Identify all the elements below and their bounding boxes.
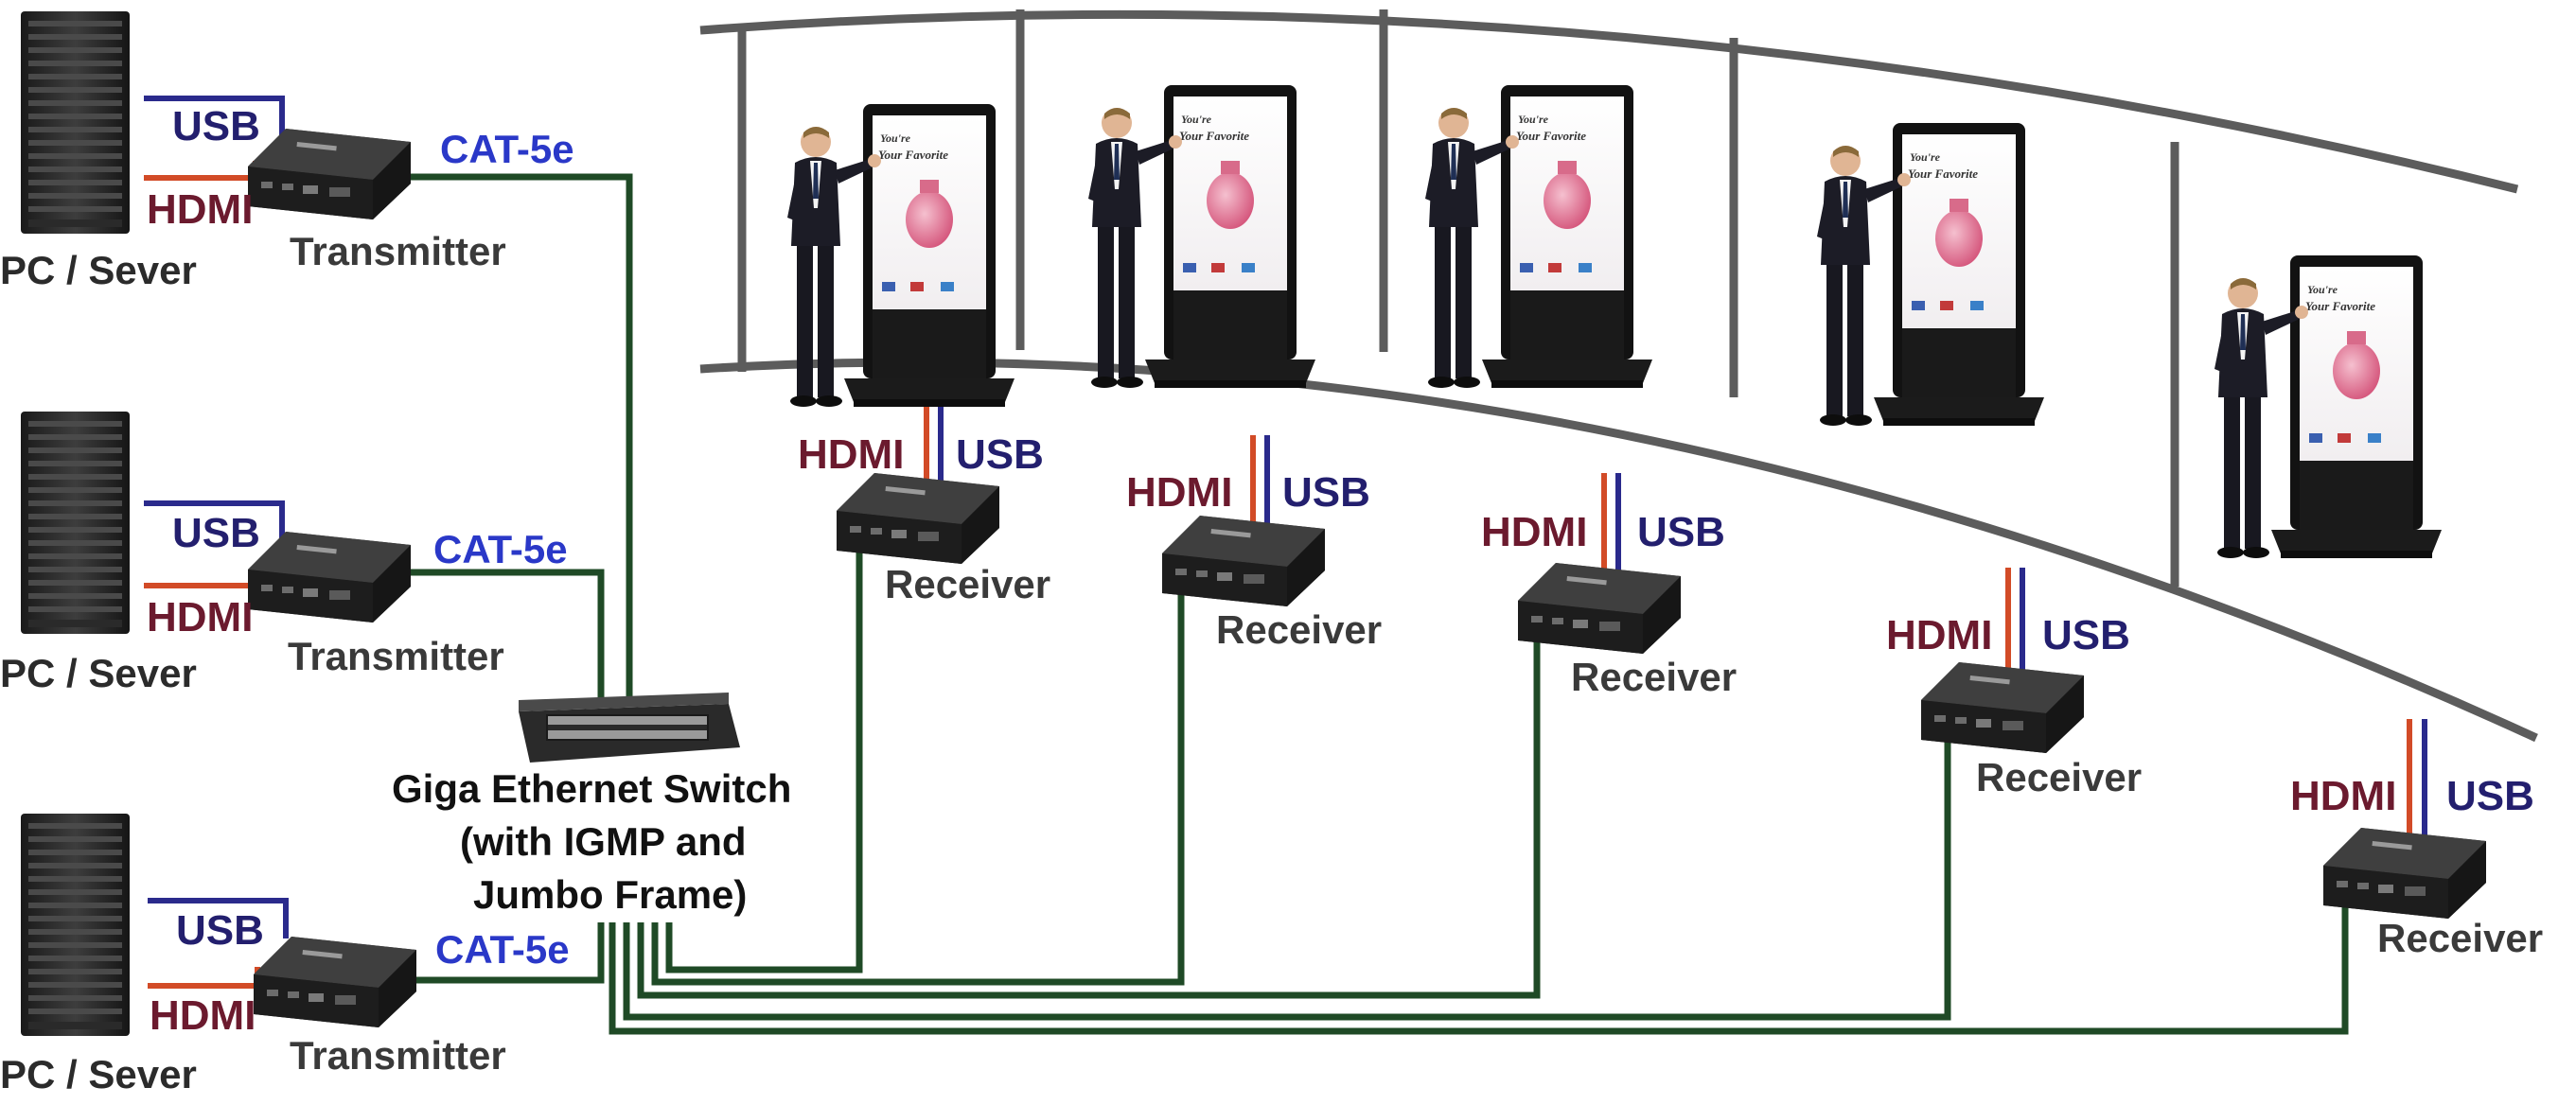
hdmi-label: HDMI bbox=[147, 594, 253, 640]
usb-label: USB bbox=[172, 510, 260, 556]
display-1: HDMI USB Receiver bbox=[787, 104, 1050, 606]
receiver-icon bbox=[1162, 516, 1325, 606]
transmitter-label: Transmitter bbox=[290, 1033, 506, 1078]
server-icon bbox=[21, 814, 130, 1036]
source-2: USB HDMI CAT-5e Transmitter PC / Sever bbox=[0, 412, 568, 695]
switch-label-line2: (with IGMP and bbox=[460, 819, 747, 864]
network-cables bbox=[407, 173, 2349, 1035]
transmitter-label: Transmitter bbox=[288, 634, 504, 678]
switch-label-line3: Jumbo Frame) bbox=[473, 872, 747, 917]
receiver-icon bbox=[837, 473, 999, 564]
usb-label: USB bbox=[2446, 773, 2534, 819]
kiosk-display-icon bbox=[1088, 85, 1315, 388]
cat5e-label: CAT-5e bbox=[433, 527, 568, 571]
hdmi-label: HDMI bbox=[1126, 469, 1232, 516]
kiosk-display-icon bbox=[1817, 123, 2044, 426]
cat5e-label: CAT-5e bbox=[435, 927, 570, 972]
source-3: USB HDMI CAT-5e Transmitter PC / Sever bbox=[0, 814, 570, 1096]
display-2: HDMI USB Receiver bbox=[1088, 85, 1382, 652]
cat5e-label: CAT-5e bbox=[440, 127, 574, 171]
usb-label: USB bbox=[172, 103, 260, 149]
display-5: HDMI USB Receiver bbox=[2214, 255, 2543, 960]
hdmi-label: HDMI bbox=[1481, 509, 1587, 555]
ethernet-switch: Giga Ethernet Switch (with IGMP and Jumb… bbox=[392, 693, 791, 917]
usb-label: USB bbox=[1637, 509, 1725, 555]
receiver-icon bbox=[2323, 828, 2486, 919]
display-4: HDMI USB Receiver bbox=[1817, 123, 2142, 799]
receiver-label: Receiver bbox=[2377, 916, 2543, 960]
receiver-label: Receiver bbox=[1571, 655, 1737, 699]
server-icon bbox=[21, 412, 130, 634]
server-icon bbox=[21, 11, 130, 234]
receiver-icon bbox=[1921, 662, 2084, 753]
usb-label: USB bbox=[2042, 612, 2130, 658]
switch-icon bbox=[519, 693, 740, 763]
receiver-label: Receiver bbox=[1216, 607, 1382, 652]
receiver-label: Receiver bbox=[885, 562, 1050, 606]
hdmi-label: HDMI bbox=[150, 992, 256, 1039]
hdmi-label: HDMI bbox=[147, 186, 253, 233]
hdmi-label: HDMI bbox=[1886, 612, 1992, 658]
transmitter-icon bbox=[248, 129, 411, 219]
pc-server-label: PC / Sever bbox=[0, 1052, 197, 1096]
transmitter-icon bbox=[248, 532, 411, 623]
display-3: HDMI USB Receiver bbox=[1425, 85, 1737, 699]
usb-label: USB bbox=[176, 907, 264, 954]
receiver-icon bbox=[1518, 563, 1681, 654]
kiosk-display-icon bbox=[787, 104, 1015, 407]
pc-server-label: PC / Sever bbox=[0, 651, 197, 695]
transmitter-icon bbox=[254, 937, 416, 1027]
usb-label: USB bbox=[1282, 469, 1370, 516]
transmitter-label: Transmitter bbox=[290, 229, 506, 273]
switch-label-line1: Giga Ethernet Switch bbox=[392, 766, 791, 811]
hdmi-label: HDMI bbox=[798, 431, 904, 478]
source-1: USB HDMI CAT-5e Transmitter PC / Sever bbox=[0, 11, 574, 292]
hdmi-label: HDMI bbox=[2290, 773, 2396, 819]
pc-server-label: PC / Sever bbox=[0, 248, 197, 292]
kiosk-display-icon bbox=[2214, 255, 2442, 558]
receiver-label: Receiver bbox=[1976, 755, 2142, 799]
kiosk-display-icon bbox=[1425, 85, 1652, 388]
usb-label: USB bbox=[956, 431, 1044, 478]
